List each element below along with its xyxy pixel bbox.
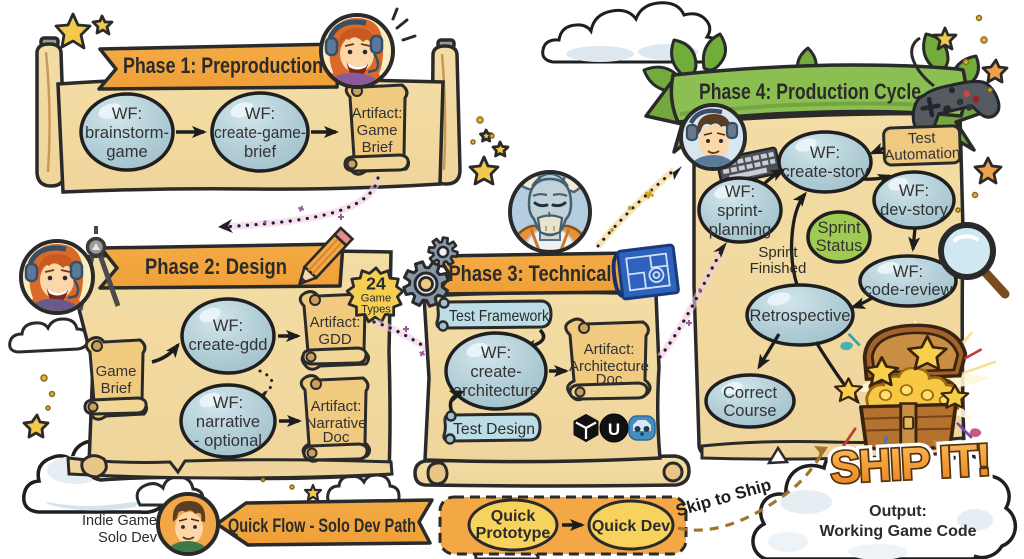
svg-text:SHIP IT!: SHIP IT!: [829, 434, 991, 493]
svg-text:Course: Course: [723, 402, 776, 420]
svg-text:WF:: WF:: [725, 183, 755, 201]
svg-text:create-story: create-story: [781, 163, 869, 181]
svg-text:Output:: Output:: [869, 503, 927, 520]
svg-text:code-review: code-review: [864, 281, 953, 299]
svg-text:Phase 1: Preproduction: Phase 1: Preproduction: [123, 53, 323, 78]
svg-text:Phase 4: Production Cycle: Phase 4: Production Cycle: [699, 79, 921, 104]
svg-text:create-: create-: [470, 363, 521, 381]
svg-text:brief: brief: [244, 143, 277, 161]
svg-text:Brief: Brief: [101, 380, 133, 397]
svg-text:WF:: WF:: [899, 182, 929, 200]
svg-text:SHIP IT!: SHIP IT!: [829, 434, 991, 493]
svg-text:Architecture: Architecture: [569, 358, 649, 375]
svg-text:sprint-: sprint-: [717, 202, 763, 220]
svg-text:brainstorm-: brainstorm-: [85, 124, 169, 142]
svg-text:Indie Game: Indie Game: [82, 513, 157, 529]
svg-text:Types: Types: [361, 304, 391, 316]
svg-text:Automation: Automation: [884, 145, 960, 165]
svg-text:dev-story: dev-story: [880, 201, 949, 219]
svg-text:Game: Game: [96, 363, 137, 380]
svg-text:Test: Test: [908, 129, 937, 147]
svg-text:WF:: WF:: [893, 263, 923, 281]
svg-text:Quick: Quick: [491, 508, 536, 525]
svg-text:Solo Dev: Solo Dev: [98, 530, 158, 546]
svg-text:Artifact:: Artifact:: [311, 398, 362, 415]
svg-text:Phase 3: Technical: Phase 3: Technical: [449, 261, 612, 286]
svg-text:create-game-: create-game-: [214, 124, 306, 142]
svg-text:Artifact:: Artifact:: [584, 341, 635, 358]
svg-text:Doc: Doc: [596, 371, 623, 388]
svg-text:Finished: Finished: [750, 260, 807, 277]
svg-text:Test Design: Test Design: [453, 421, 535, 438]
svg-text:planning: planning: [709, 221, 771, 239]
svg-text:create-gdd: create-gdd: [189, 336, 268, 354]
svg-text:Quick Dev: Quick Dev: [592, 518, 670, 535]
svg-text:WF:: WF:: [213, 317, 243, 335]
svg-text:Working Game Code: Working Game Code: [819, 523, 976, 540]
svg-text:Correct: Correct: [723, 384, 778, 402]
svg-text:Prototype: Prototype: [476, 525, 551, 542]
svg-text:Game: Game: [361, 292, 391, 304]
svg-text:Retrospective: Retrospective: [750, 307, 851, 325]
svg-text:Doc: Doc: [323, 429, 350, 446]
svg-text:Test Framework: Test Framework: [449, 308, 550, 325]
svg-text:game: game: [106, 143, 147, 161]
svg-text:- optional: - optional: [194, 432, 262, 450]
svg-text:SHIP IT!: SHIP IT!: [829, 434, 991, 493]
svg-text:Sprint: Sprint: [758, 244, 798, 261]
svg-text:WF:: WF:: [481, 344, 511, 362]
svg-text:WF:: WF:: [112, 105, 142, 123]
svg-text:U: U: [608, 420, 620, 439]
svg-text:Status: Status: [816, 237, 863, 255]
svg-text:Sprint: Sprint: [817, 219, 861, 237]
svg-text:Game: Game: [357, 122, 398, 139]
svg-text:Artifact:: Artifact:: [310, 314, 361, 331]
svg-text:24: 24: [366, 273, 386, 293]
svg-text:Phase 2: Design: Phase 2: Design: [145, 254, 287, 279]
svg-text:Quick Flow - Solo Dev Path: Quick Flow - Solo Dev Path: [228, 516, 416, 537]
svg-text:GDD: GDD: [318, 331, 352, 348]
svg-text:WF:: WF:: [245, 105, 275, 123]
svg-text:Brief: Brief: [362, 139, 394, 156]
svg-text:WF:: WF:: [810, 144, 840, 162]
svg-text:narrative: narrative: [196, 413, 260, 431]
svg-text:WF:: WF:: [213, 394, 243, 412]
svg-text:Narrative: Narrative: [306, 415, 367, 432]
svg-text:Artifact:: Artifact:: [352, 105, 403, 122]
svg-text:architecture: architecture: [453, 382, 539, 400]
